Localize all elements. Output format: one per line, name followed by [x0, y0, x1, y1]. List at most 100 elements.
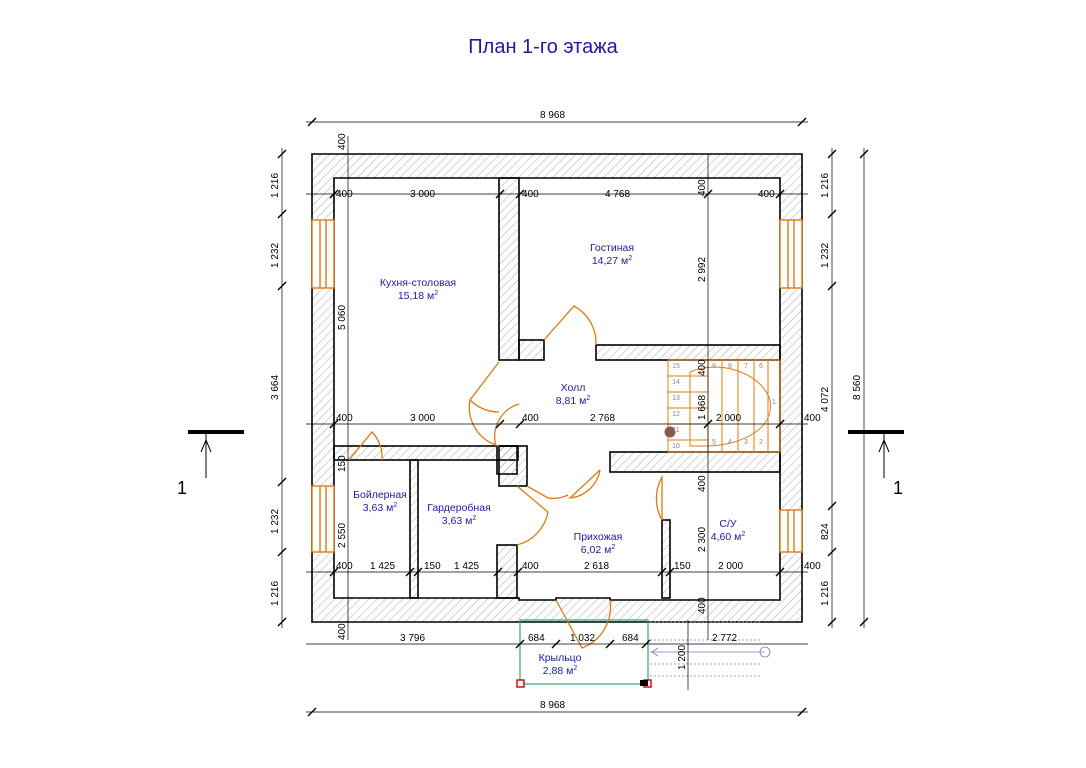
dim-mid-3000: 3 000	[410, 413, 435, 424]
dim-mid-2768: 2 768	[590, 413, 615, 424]
door-stair-hall	[494, 403, 520, 447]
dim-v-400-su: 400	[697, 475, 708, 492]
stair-step-number: 12	[672, 411, 680, 418]
plan-title: План 1-го этажа	[468, 36, 618, 58]
stair-step-number: 6	[759, 363, 763, 370]
dim-low-1425-b: 1 425	[454, 561, 479, 572]
dim-bot-2772: 2 772	[712, 633, 737, 644]
section-label-left: 1	[177, 478, 187, 498]
dim-top-400-d: 400	[758, 189, 775, 200]
dim-v-2992: 2 992	[697, 257, 708, 282]
wall-kitchen-bottom	[333, 445, 519, 461]
room-hall-area: 8,81 м2	[556, 395, 591, 407]
wall-living-bottom	[595, 344, 781, 361]
dim-v-400-bot: 400	[337, 623, 348, 640]
stair-newel	[664, 426, 676, 438]
room-living-name: Гостиная	[590, 242, 634, 254]
dim-v-400-porch: 400	[697, 597, 708, 614]
room-porch-name: Крыльцо	[539, 652, 582, 664]
dim-right-1216-a: 1 216	[820, 173, 831, 198]
wall-kitchen-right	[498, 177, 520, 361]
dim-low-400-b: 400	[522, 561, 539, 572]
stair-outline	[667, 359, 781, 453]
stair-step-number: 14	[672, 379, 680, 386]
stair-step-number: 11	[672, 427, 679, 434]
stair-step-number: 9	[712, 363, 716, 370]
stair-step-number: 7	[744, 363, 748, 370]
wall-su-top	[609, 451, 781, 473]
dim-v-2550: 2 550	[337, 523, 348, 548]
outer-wall	[311, 153, 803, 623]
dim-mid-400-a: 400	[336, 413, 353, 424]
window-boiler-left	[311, 485, 335, 553]
room-living-area: 14,27 м2	[592, 255, 632, 267]
dim-v-1200: 1 200	[677, 645, 688, 670]
room-wardrobe-name: Гардеробная	[427, 502, 491, 514]
wall-center-block	[498, 445, 528, 487]
stair-step-number: 1	[772, 399, 776, 406]
dim-top-total: 8 968	[540, 110, 565, 121]
section-markers	[188, 430, 904, 478]
doors	[348, 305, 663, 649]
stair-step-number: 5	[712, 439, 716, 446]
stair-step-number: 15	[672, 363, 680, 370]
dim-right-4072: 4 072	[820, 387, 831, 412]
door-hall-left	[468, 399, 500, 447]
room-bathroom-name: С/У	[719, 518, 737, 530]
dim-low-2000: 2 000	[718, 561, 743, 572]
window-living-right	[779, 219, 803, 289]
door-living	[543, 305, 597, 346]
dim-bot-684-a: 684	[528, 633, 545, 644]
dim-bottom-total: 8 968	[540, 700, 565, 711]
door-entrance-left	[526, 485, 569, 500]
windows	[311, 219, 803, 553]
dim-left-1232-a: 1 232	[270, 243, 281, 268]
room-kitchen-name: Кухня-столовая	[380, 277, 456, 289]
room-entrance-name: Прихожая	[574, 531, 623, 543]
dim-top-400-b: 400	[522, 189, 539, 200]
stair-step-number: 4	[728, 439, 732, 446]
dim-low-150-a: 150	[424, 561, 441, 572]
dim-low-1425-a: 1 425	[370, 561, 395, 572]
stair-step-number: 13	[672, 395, 680, 402]
dim-low-400-c: 400	[804, 561, 821, 572]
dim-v-400-top: 400	[337, 133, 348, 150]
dim-v-5060: 5 060	[337, 305, 348, 330]
dim-left-1216-b: 1 216	[270, 581, 281, 606]
dimension-lines	[281, 121, 865, 713]
room-boiler-area: 3,63 м2	[363, 502, 398, 514]
dim-mid-2000: 2 000	[716, 413, 741, 424]
door-su	[655, 474, 663, 521]
window-su-right	[779, 509, 803, 553]
dim-v-2300: 2 300	[697, 527, 708, 552]
porch	[516, 619, 771, 688]
stair-step-number: 3	[744, 439, 748, 446]
room-porch-area: 2,88 м2	[543, 665, 578, 677]
window-kitchen-left	[311, 219, 335, 289]
dim-left-1232-b: 1 232	[270, 509, 281, 534]
dim-low-150-b: 150	[674, 561, 691, 572]
dim-top-3000: 3 000	[410, 189, 435, 200]
room-bathroom-area: 4,60 м2	[711, 531, 746, 543]
room-boiler-name: Бойлерная	[353, 489, 407, 501]
stair-step-number: 8	[728, 363, 732, 370]
dim-mid-400-b: 400	[522, 413, 539, 424]
dim-right-1216-b: 1 216	[820, 581, 831, 606]
dim-low-400-a: 400	[336, 561, 353, 572]
dim-right-1232: 1 232	[820, 243, 831, 268]
dim-bot-3796: 3 796	[400, 633, 425, 644]
dim-v-1668: 1 668	[697, 395, 708, 420]
dim-v-400-c: 400	[697, 179, 708, 196]
dim-top-400-a: 400	[336, 189, 353, 200]
door-kitchen	[469, 361, 500, 413]
section-label-right: 1	[893, 478, 903, 498]
dim-v-150: 150	[337, 455, 348, 472]
dim-mid-400-c: 400	[804, 413, 821, 424]
dim-bot-684-b: 684	[622, 633, 639, 644]
dim-low-2618: 2 618	[584, 561, 609, 572]
dim-right-total: 8 560	[852, 375, 863, 400]
door-main	[555, 599, 612, 649]
porch-outline	[519, 619, 649, 685]
room-wardrobe-area: 3,63 м2	[442, 515, 477, 527]
dim-left-3664: 3 664	[270, 375, 281, 400]
